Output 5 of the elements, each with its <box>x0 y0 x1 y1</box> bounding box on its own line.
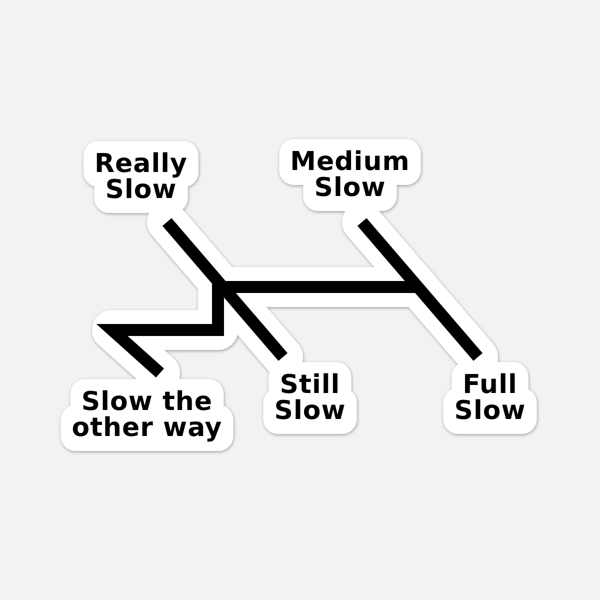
gear-label: Full Slow <box>453 372 527 424</box>
gear-label: Still Slow <box>273 372 347 424</box>
gear-label: Medium Slow <box>289 149 411 201</box>
gear-label: Slow the other way <box>70 389 224 441</box>
gear-label: Really Slow <box>94 151 188 203</box>
